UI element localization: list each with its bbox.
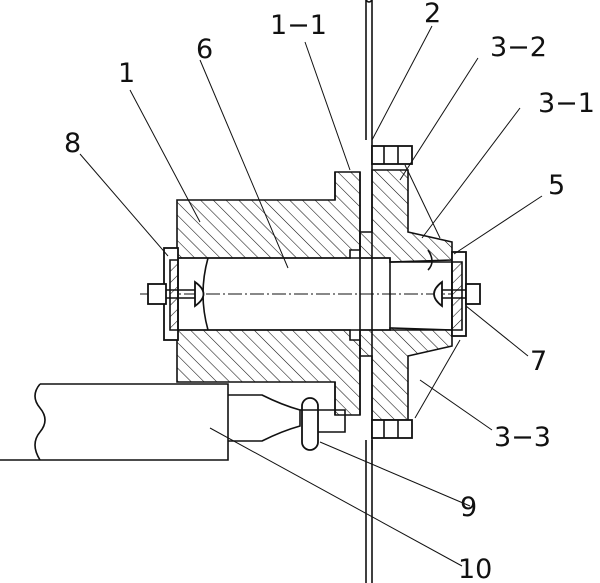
leader-lines (79, 25, 543, 567)
label-3-2: 3−2 (490, 32, 547, 63)
label-3-3: 3−3 (494, 422, 551, 453)
label-3-1: 3−1 (538, 88, 595, 119)
label-1: 1 (118, 58, 135, 89)
label-1-1: 1−1 (270, 10, 327, 41)
label-10: 10 (458, 554, 492, 583)
end-plate-left (147, 247, 205, 341)
label-5: 5 (548, 170, 565, 201)
cylinder-body (0, 383, 301, 461)
label-6: 6 (196, 34, 213, 65)
label-8: 8 (64, 128, 81, 159)
label-7: 7 (530, 346, 547, 377)
label-2: 2 (424, 0, 441, 29)
flange-assembly (359, 140, 453, 450)
part-labels: 1 1−1 2 3−2 3−1 5 6 7 8 3−3 9 10 (64, 0, 595, 583)
wall-plate (365, 0, 373, 583)
label-9: 9 (460, 492, 477, 523)
end-cap-right (433, 251, 481, 337)
link-pin (300, 397, 346, 451)
